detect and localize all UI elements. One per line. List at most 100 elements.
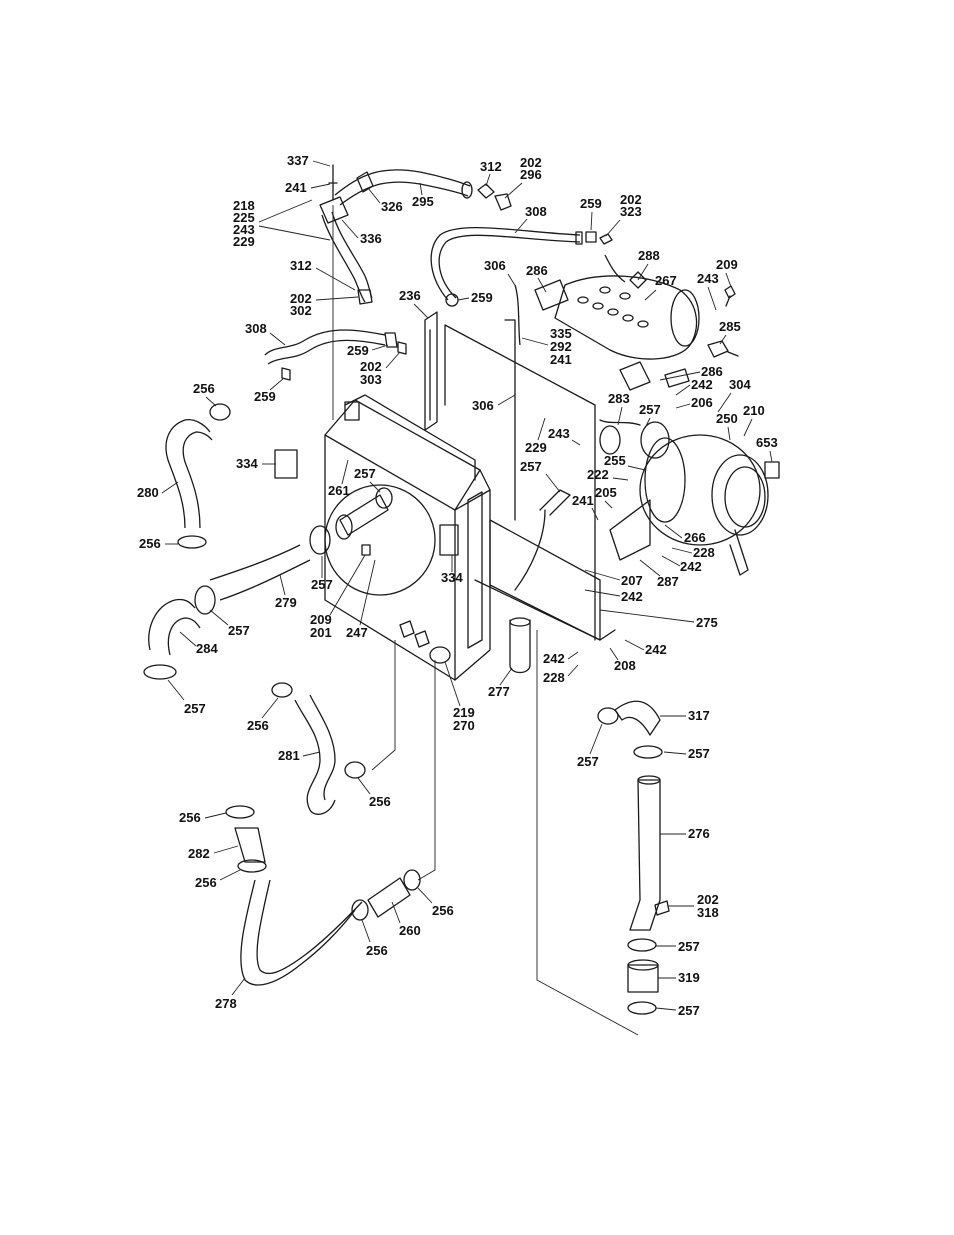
label-228b: 228 xyxy=(543,664,579,685)
label-259b: 259 xyxy=(457,290,493,305)
svg-text:242: 242 xyxy=(645,642,667,657)
label-312b: 312 xyxy=(290,258,356,291)
label-286b: 286 xyxy=(659,364,723,381)
svg-text:319: 319 xyxy=(678,970,700,985)
svg-text:285: 285 xyxy=(719,319,741,334)
label-256b: 256 xyxy=(139,536,178,551)
label-317: 317 xyxy=(660,708,710,723)
label-257g: 257 xyxy=(663,746,710,761)
label-243: 243 xyxy=(697,271,719,311)
label-257c: 257 xyxy=(520,459,561,493)
label-219-270: 219 270 xyxy=(444,661,475,733)
svg-text:256: 256 xyxy=(432,903,454,918)
label-202-302: 202 302 xyxy=(290,291,359,318)
svg-text:266: 266 xyxy=(684,530,706,545)
label-267: 267 xyxy=(644,273,677,301)
svg-text:259: 259 xyxy=(347,343,369,358)
label-256d: 256 xyxy=(357,777,391,809)
label-283: 283 xyxy=(608,391,630,426)
hose-278 xyxy=(240,879,356,986)
svg-text:334: 334 xyxy=(441,570,463,585)
svg-text:261: 261 xyxy=(328,483,350,498)
svg-text:209: 209 xyxy=(716,257,738,272)
svg-text:281: 281 xyxy=(278,748,300,763)
label-286: 286 xyxy=(526,263,548,293)
svg-text:225: 225 xyxy=(233,210,255,225)
hose-308-left xyxy=(264,329,386,356)
label-206: 206 xyxy=(675,395,713,410)
label-653: 653 xyxy=(756,435,778,463)
label-260: 260 xyxy=(391,901,421,938)
label-257f: 257 xyxy=(167,679,206,716)
svg-text:286: 286 xyxy=(526,263,548,278)
svg-text:241: 241 xyxy=(572,493,594,508)
svg-text:257: 257 xyxy=(311,577,333,592)
svg-text:202: 202 xyxy=(520,155,542,170)
label-242: 242 xyxy=(675,377,713,396)
label-282: 282 xyxy=(188,845,239,861)
label-334b: 334 xyxy=(441,555,463,585)
parts-artwork xyxy=(143,164,780,1036)
svg-text:257: 257 xyxy=(577,754,599,769)
svg-text:255: 255 xyxy=(604,453,626,468)
svg-text:283: 283 xyxy=(608,391,630,406)
svg-text:256: 256 xyxy=(369,794,391,809)
svg-text:280: 280 xyxy=(137,485,159,500)
hose-308-upper xyxy=(430,226,581,301)
label-242e: 242 xyxy=(543,651,579,666)
label-278: 278 xyxy=(215,977,246,1011)
svg-text:257: 257 xyxy=(678,939,700,954)
label-243b: 243 xyxy=(548,426,581,446)
label-280: 280 xyxy=(137,481,179,500)
label-209-201: 209 201 xyxy=(310,554,366,640)
svg-text:304: 304 xyxy=(729,377,751,392)
svg-text:259: 259 xyxy=(254,389,276,404)
svg-text:256: 256 xyxy=(179,810,201,825)
label-277: 277 xyxy=(488,667,513,699)
svg-text:257: 257 xyxy=(678,1003,700,1018)
svg-text:282: 282 xyxy=(188,846,210,861)
svg-text:286: 286 xyxy=(701,364,723,379)
label-259: 259 xyxy=(580,196,602,231)
label-205: 205 xyxy=(595,485,617,509)
label-279: 279 xyxy=(275,574,297,610)
svg-text:229: 229 xyxy=(525,440,547,455)
svg-text:241: 241 xyxy=(550,352,572,367)
label-275: 275 xyxy=(599,609,718,630)
svg-text:247: 247 xyxy=(346,625,368,640)
frame-306 xyxy=(429,319,596,641)
svg-text:229: 229 xyxy=(233,234,255,249)
svg-text:306: 306 xyxy=(472,398,494,413)
svg-text:222: 222 xyxy=(587,467,609,482)
svg-text:326: 326 xyxy=(381,199,403,214)
svg-text:335: 335 xyxy=(550,326,572,341)
label-259c: 259 xyxy=(347,343,389,358)
svg-text:288: 288 xyxy=(638,248,660,263)
svg-text:277: 277 xyxy=(488,684,510,699)
svg-text:284: 284 xyxy=(196,641,218,656)
label-257d: 257 xyxy=(311,556,333,592)
label-308: 308 xyxy=(514,204,547,234)
svg-text:218: 218 xyxy=(233,198,255,213)
svg-text:256: 256 xyxy=(195,875,217,890)
label-250: 250 xyxy=(716,411,738,441)
label-256e: 256 xyxy=(179,810,227,825)
svg-text:250: 250 xyxy=(716,411,738,426)
label-337: 337 xyxy=(287,153,331,168)
svg-text:202: 202 xyxy=(697,892,719,907)
svg-text:303: 303 xyxy=(360,372,382,387)
label-242b: 242 xyxy=(661,555,702,574)
label-229: 229 xyxy=(525,417,547,455)
tube-277 xyxy=(509,619,531,674)
label-208: 208 xyxy=(609,647,636,673)
svg-text:302: 302 xyxy=(290,303,312,318)
svg-text:257: 257 xyxy=(184,701,206,716)
label-335-292-241: 335 292 241 xyxy=(521,326,572,367)
svg-text:337: 337 xyxy=(287,153,309,168)
svg-text:334: 334 xyxy=(236,456,258,471)
label-285: 285 xyxy=(719,319,741,345)
label-202-303: 202 303 xyxy=(360,351,401,387)
label-276: 276 xyxy=(660,826,710,841)
label-281: 281 xyxy=(278,748,321,763)
